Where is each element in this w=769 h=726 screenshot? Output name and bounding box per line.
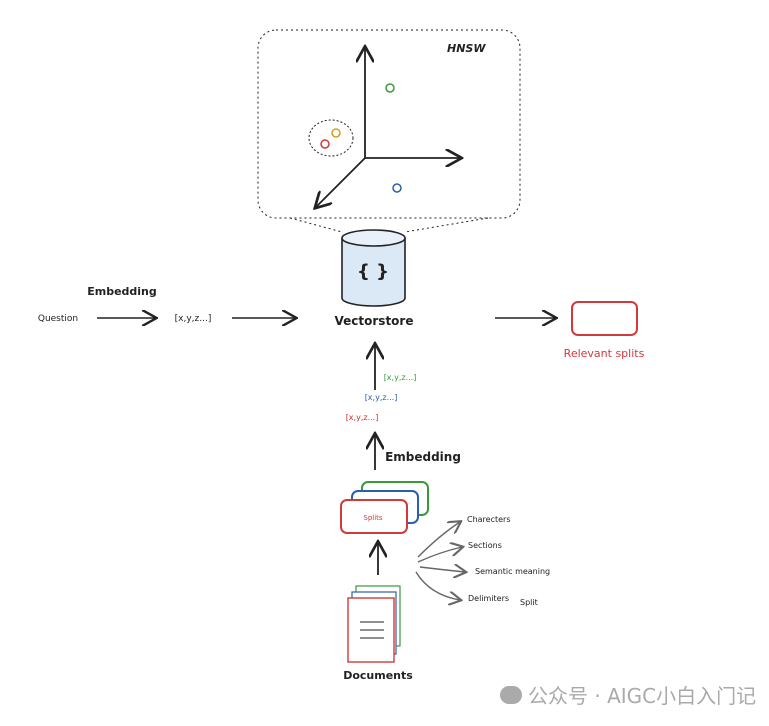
- vectorstore-cylinder: { }: [341, 229, 406, 307]
- wechat-icon: [500, 685, 522, 704]
- split-method-delimiters: Delimiters: [468, 594, 509, 603]
- hnsw-label: HNSW: [447, 42, 486, 55]
- split-label: Split: [520, 598, 538, 607]
- split-method-semantic: Semantic meaning: [475, 567, 550, 576]
- relevant-splits-label: Relevant splits: [564, 347, 645, 360]
- split-method-characters: Charecters: [467, 515, 511, 524]
- split-method-arrows: [415, 522, 465, 600]
- watermark: 公众号 · AIGC小白入门记: [500, 680, 756, 709]
- splits-stack: Splits: [340, 481, 429, 534]
- vector-blue: [x,y,z...]: [365, 393, 398, 402]
- relevant-splits-box: [571, 301, 638, 336]
- yellow-point: [331, 128, 341, 138]
- question-label: Question: [38, 314, 78, 324]
- hnsw-panel: HNSW: [257, 29, 521, 233]
- vectorstore-label: Vectorstore: [335, 314, 414, 328]
- blue-point: [392, 183, 402, 193]
- query-vector: [x,y,z...]: [175, 314, 212, 324]
- watermark-text: 公众号 · AIGC小白入门记: [528, 684, 757, 708]
- split-method-sections: Sections: [468, 541, 502, 550]
- vector-green: [x,y,z...]: [384, 373, 417, 382]
- vector-red: [x,y,z...]: [346, 413, 379, 422]
- splits-label: Splits: [363, 514, 383, 522]
- braces-icon: { }: [357, 261, 389, 282]
- documents-label: Documents: [343, 669, 413, 682]
- documents-stack: [347, 585, 401, 663]
- green-point: [385, 83, 395, 93]
- red-point: [320, 139, 330, 149]
- doc-embedding-label: Embedding: [385, 450, 461, 464]
- query-embedding-label: Embedding: [87, 285, 157, 298]
